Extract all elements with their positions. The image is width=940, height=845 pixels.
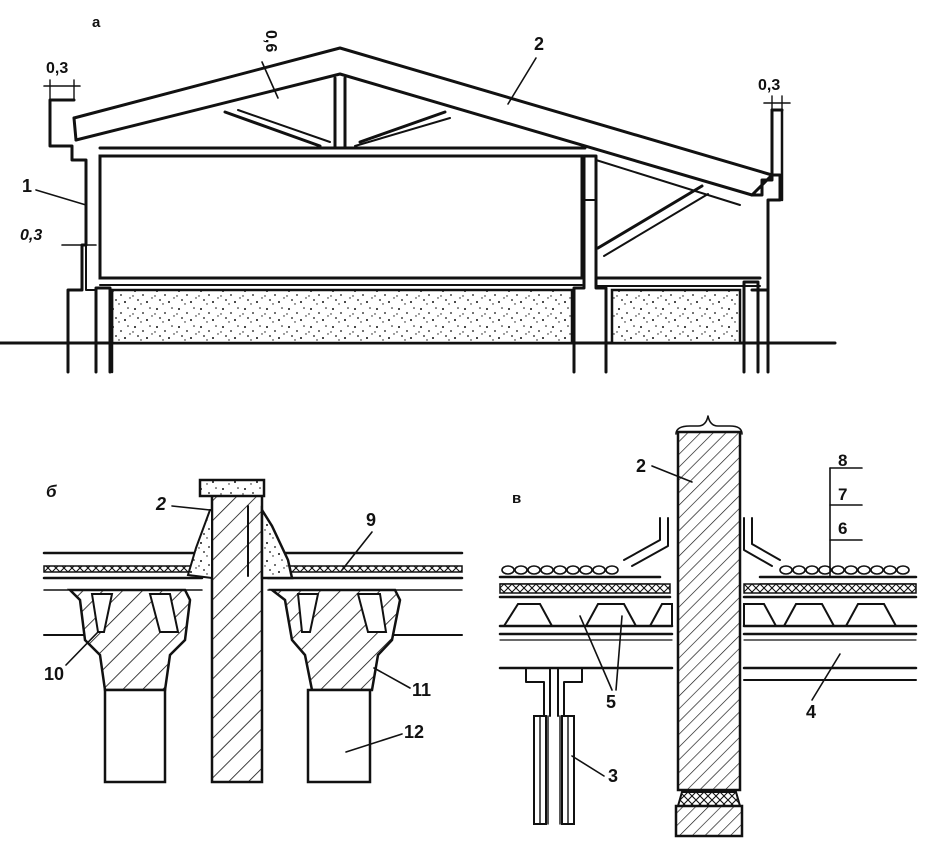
steel-column <box>525 667 583 825</box>
svg-text:1: 1 <box>22 176 32 196</box>
svg-text:3: 3 <box>608 766 618 786</box>
svg-text:0,3: 0,3 <box>46 60 68 77</box>
left-foundation <box>94 286 112 374</box>
gravel-pebble <box>818 565 832 575</box>
flashing-b <box>260 505 294 580</box>
callout-11: 11 <box>373 667 431 700</box>
gravel-pebble <box>779 565 793 575</box>
gravel-pebble <box>566 565 580 575</box>
panel-b-detail: б 2 9 <box>42 478 464 784</box>
gravel-pebble <box>540 565 554 575</box>
callout-7: 7 <box>838 485 847 504</box>
dimension-left-parapet: 0,3 <box>43 60 81 101</box>
panel-a-section: а <box>0 14 837 374</box>
gravel-pebble <box>844 565 858 575</box>
svg-text:12: 12 <box>404 722 424 742</box>
column-shaft-left <box>103 688 167 784</box>
hall-volume <box>98 154 584 280</box>
column-shaft-right <box>306 688 372 784</box>
brace <box>596 184 704 250</box>
svg-text:11: 11 <box>412 680 431 700</box>
fill-soil-left <box>110 288 574 345</box>
gravel-pebble <box>527 565 541 575</box>
svg-text:4: 4 <box>806 702 816 722</box>
roof-beam <box>498 632 918 681</box>
roof-slab-top <box>72 46 774 177</box>
panel-b-letter: б <box>46 482 57 501</box>
callout-6: 6 <box>838 519 847 538</box>
svg-text:2: 2 <box>636 456 646 476</box>
svg-text:9: 9 <box>366 510 376 530</box>
gravel-pebble <box>896 565 910 575</box>
svg-text:0,6: 0,6 <box>262 30 279 52</box>
gravel-pebble <box>605 565 619 575</box>
gravel-pebble <box>792 565 806 575</box>
gravel-pebble <box>514 565 528 575</box>
middle-column <box>572 154 608 374</box>
gravel-pebble <box>870 565 884 575</box>
gravel-pebble <box>592 565 606 575</box>
callout-2-b: 2 <box>155 494 211 514</box>
callout-4: 4 <box>806 653 841 722</box>
gravel-pebble <box>831 565 845 575</box>
gravel-pebble <box>857 565 871 575</box>
dimension-right-parapet: 0,3 <box>758 77 791 113</box>
pebbles-left <box>501 565 619 575</box>
dimension-left-wall-step: 0,3 <box>20 227 97 246</box>
gravel-pebble <box>883 565 897 575</box>
svg-text:10: 10 <box>44 664 64 684</box>
panel-v-letter: в <box>512 490 521 507</box>
callout-5: 5 <box>579 615 623 712</box>
svg-text:2: 2 <box>155 494 166 514</box>
gravel-pebble <box>501 565 515 575</box>
pebbles-right <box>779 565 910 575</box>
svg-text:0,3: 0,3 <box>758 77 780 94</box>
right-foundation <box>742 280 760 374</box>
fire-wall-b <box>210 492 264 784</box>
fill-soil-right <box>610 288 742 345</box>
dimension-roof-slope: 0,6 <box>261 30 279 99</box>
svg-text:5: 5 <box>606 692 616 712</box>
callout-10: 10 <box>44 631 99 684</box>
gravel-pebble <box>553 565 567 575</box>
gravel-layer-right <box>742 575 918 599</box>
layer-labels: 8 7 6 <box>829 451 863 577</box>
callout-1: 1 <box>22 176 87 206</box>
gravel-pebble <box>579 565 593 575</box>
panel-v-detail: в <box>498 415 918 838</box>
callout-8: 8 <box>838 451 847 470</box>
gravel-layer-left <box>498 575 672 599</box>
fire-wall-v <box>676 430 742 792</box>
wall-cap-b <box>198 478 266 498</box>
left-wall <box>48 98 88 374</box>
svg-text:0,3: 0,3 <box>20 227 42 244</box>
roof-slab-bottom <box>74 72 754 197</box>
callout-9: 9 <box>341 510 376 571</box>
callout-3: 3 <box>571 755 618 786</box>
callout-2-v: 2 <box>636 456 693 483</box>
callout-2-a: 2 <box>507 34 544 105</box>
panel-a-letter: а <box>92 14 101 31</box>
svg-text:2: 2 <box>534 34 544 54</box>
insulation-blocks <box>498 603 918 628</box>
right-wall <box>750 108 784 197</box>
gravel-pebble <box>805 565 819 575</box>
callout-12: 12 <box>345 722 424 753</box>
